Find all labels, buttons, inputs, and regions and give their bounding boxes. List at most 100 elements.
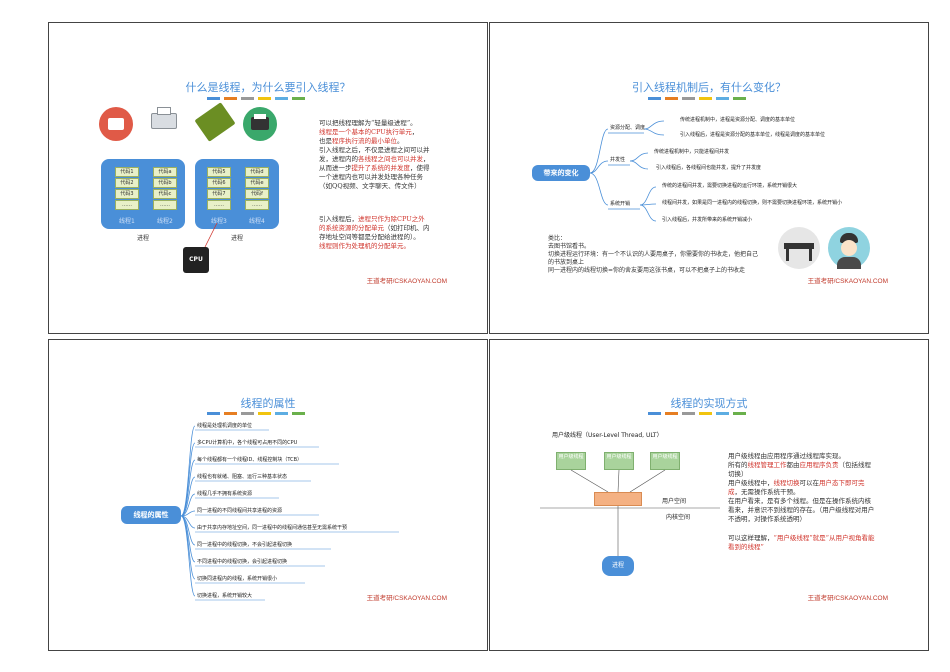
slide-title: 线程的属性	[240, 397, 296, 410]
process-label: 进程	[611, 562, 624, 569]
title-bar	[258, 97, 271, 100]
slide-thread-attributes: 线程的属性	[48, 339, 488, 651]
text-line: 线程是一个	[319, 128, 352, 136]
mindmap-leaf: 引入线程后，各线程间也能并发，提升了并发度	[656, 165, 762, 171]
note-line: 去图书馆看书。	[548, 243, 591, 250]
cpu-chip-icon: CPU	[183, 247, 209, 273]
mindmap-leaf: 传统进程机制中，只能进程间并发	[654, 149, 730, 155]
analogy-note: 类比： 去图书馆看书。 切换进程运行环境：有一个不认识的人要用桌子，你需要你的书…	[548, 235, 758, 275]
mindmap-lines	[589, 120, 665, 222]
code-cell: 代码1	[115, 167, 139, 177]
mindmap-hub: 线程的属性	[121, 506, 181, 524]
mindmap-branch: 资源分配、调度	[610, 125, 646, 131]
text-line: （包括线程切换）	[728, 461, 871, 478]
text-line: ，无需操作系统干预。	[734, 488, 800, 496]
attribute-item: 线程是处理机调度的单位	[197, 423, 253, 429]
title-bar	[682, 97, 695, 100]
ult-box: 用户级线程	[556, 452, 586, 470]
cpu-arrow	[204, 222, 218, 248]
title-bar	[292, 412, 305, 415]
thread-library-box	[594, 492, 642, 506]
code-cell: 代码6	[207, 178, 231, 188]
code-cell: 代码a	[153, 167, 177, 177]
attribute-item: 切换进程，系统开销较大	[197, 593, 253, 599]
code-cell: ……	[153, 200, 177, 210]
slide-title: 引入线程机制后，有什么变化？	[632, 81, 786, 94]
text-line: 用户级线程中，	[728, 479, 774, 487]
footer: 王道考研/CSKAOYAN.COM	[366, 278, 447, 285]
text-line: 可以在	[799, 479, 820, 487]
text-line: 所有的	[728, 461, 748, 469]
ult-diagram-lines	[540, 469, 720, 562]
attribute-item: 线程几乎不拥有系统资源	[197, 491, 253, 497]
attribute-item: 同一进程中的线程切换，不会引起进程切换	[197, 542, 293, 548]
text-line: ，使得一个进程内也可以并发处理各种任务（如QQ视频、文字聊天、传文件）	[319, 164, 430, 190]
desk-icon	[778, 227, 820, 269]
title-bar	[648, 412, 661, 415]
footer: 王道考研/CSKAOYAN.COM	[366, 595, 447, 602]
attribute-item: 多CPU计算机中，各个线程可占用不同的CPU	[197, 440, 298, 446]
avatar-icon	[828, 227, 870, 269]
attribute-item: 不同进程中的线程切换，会引起进程切换	[197, 559, 288, 565]
cpu-label: CPU	[189, 256, 203, 263]
title-bar	[275, 412, 288, 415]
mindmap-hub: 带来的变化	[532, 165, 590, 181]
mindmap-leaf: 引入线程后，并发所带来的系统开销减小	[662, 217, 753, 223]
printer-icon	[99, 107, 133, 141]
title-bar	[665, 412, 678, 415]
text-line: 用户级线程由应用程序通过线程库实现。	[728, 452, 845, 460]
thread-label: 线程1	[119, 218, 135, 225]
attribute-item: 切换同进程内的线程，系统开销很小	[197, 576, 278, 582]
mindmap-branch: 系统开销	[610, 201, 631, 207]
text-line: 用户态下即可完成	[728, 479, 865, 496]
text-line: 各线程之间也可以并发	[358, 155, 423, 163]
mindmap-leaf: 引入线程后，进程是资源分配的基本单位，线程是调度的基本单位	[680, 132, 826, 138]
code-cell: 代码5	[207, 167, 231, 177]
printer-icon	[243, 107, 277, 141]
attribute-item: 线程也有就绪、阻塞、运行三种基本状态	[197, 474, 288, 480]
slide-changes: 引入线程机制后，有什么变化？ 带来的变化 资源分配、调度 并发性 系统开销 传统…	[489, 22, 929, 334]
title-bar	[665, 97, 678, 100]
text-line: （如打印机、内存地址空间等都是分配给进程的）。	[319, 224, 430, 241]
text-line: 线程切换	[773, 479, 800, 487]
attribute-item: 同一进程的不同线程间共享进程的资源	[197, 508, 283, 514]
text-line: 进程只作为除CPU之外的系统资源的分配单元	[319, 215, 425, 232]
printer-icon	[147, 105, 181, 139]
text-line: 引入线程后，	[319, 215, 358, 223]
text-line: 可以把线程理解为“轻量级进程”。	[319, 119, 417, 127]
text-line: 线程则作为处理机的分配单元。	[319, 242, 410, 250]
ult-box: 用户级线程	[604, 452, 634, 470]
text-line: 在用户看来，是有多个线程。但是在操作系统内核看来，并意识不到线程的存在。（用户级…	[728, 497, 875, 523]
title-bar	[648, 97, 661, 100]
code-cell: ……	[245, 200, 269, 210]
text-line: 都由	[786, 461, 800, 469]
attribute-item: 每个线程都有一个线程ID、线程控制块（TCB）	[197, 457, 303, 463]
mindmap-branch: 并发性	[610, 157, 626, 163]
text-line: ，从而进一步	[319, 155, 430, 172]
slide-thread-intro: 什么是线程，为什么要引入线程？ 代码1 代码2 代码3 …… 代码a 代码b 代…	[48, 22, 488, 334]
process-label: 进程	[137, 235, 150, 242]
code-cell: ……	[207, 200, 231, 210]
attribute-item: 由于共享内存地址空间，同一进程中的线程间通信甚至无需系统干预	[197, 525, 348, 531]
footer: 王道考研/CSKAOYAN.COM	[807, 595, 888, 602]
title-bar	[207, 412, 220, 415]
title-bar	[275, 97, 288, 100]
slide-title: 什么是线程，为什么要引入线程？	[185, 81, 351, 94]
slide-title: 线程的实现方式	[670, 397, 748, 410]
code-cell: 代码d	[245, 167, 269, 177]
text-line: 应用程序负责	[799, 461, 839, 469]
thread-label: 线程4	[249, 218, 265, 225]
note-line: 类比：	[548, 235, 567, 242]
mindmap-lines	[180, 425, 399, 601]
text-block-1: 可以把线程理解为“轻量级进程”。 线程是一个基本的CPU执行单元， 也是程序执行…	[319, 119, 431, 191]
text-line: “用户级线程”就是“从用户视角看能看到的线程”	[728, 534, 875, 551]
text-line: 程序执行流的最小单位	[332, 137, 397, 145]
code-cell: 代码7	[207, 189, 231, 199]
text-block-2: 引入线程后，进程只作为除CPU之外的系统资源的分配单元（如打印机、内存地址空间等…	[319, 215, 431, 251]
code-cell: 代码2	[115, 178, 139, 188]
mindmap-leaf: 传统进程机制中，进程是资源分配、调度的基本单位	[680, 117, 796, 123]
title-bar	[224, 412, 237, 415]
slide-thread-implementation: 线程的实现方式 用户级线程（User-Level Thread, ULT） 用户…	[489, 339, 929, 651]
title-bar	[716, 97, 729, 100]
code-cell: 代码b	[153, 178, 177, 188]
